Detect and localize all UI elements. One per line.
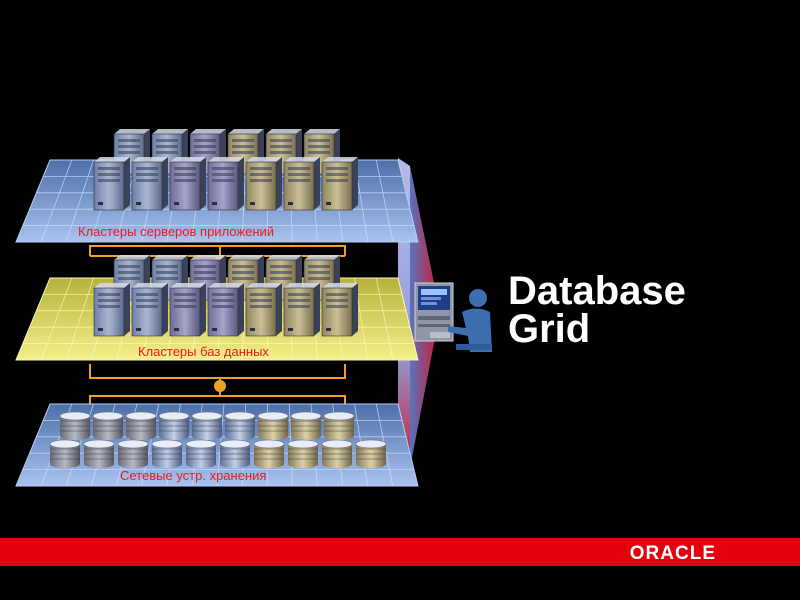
disk-stack-icon xyxy=(117,439,149,468)
server-tower-icon xyxy=(169,283,206,337)
server-tower-icon xyxy=(283,157,320,211)
connector-node-bottom xyxy=(214,380,226,392)
server-tower-icon xyxy=(245,283,282,337)
disk-stack-icon xyxy=(355,439,387,468)
server-tower-icon xyxy=(131,283,168,337)
layer-label-databases: Кластеры баз данных xyxy=(138,344,269,359)
disk-stack-icon xyxy=(323,411,355,440)
app-server-towers xyxy=(93,129,358,211)
disk-stack-icon xyxy=(257,411,289,440)
oracle-logo: ORACLE xyxy=(629,543,716,564)
server-tower-icon xyxy=(207,157,244,211)
disk-stack-icon xyxy=(49,439,81,468)
disk-stack-icon xyxy=(151,439,183,468)
layer-label-storage: Сетевые устр. хранения xyxy=(120,468,266,483)
disk-stack-icon xyxy=(185,439,217,468)
server-tower-icon xyxy=(207,283,244,337)
disk-stack-icon xyxy=(59,411,91,440)
disk-stack-icon xyxy=(191,411,223,440)
disk-stack-icon xyxy=(158,411,190,440)
disk-stack-icon xyxy=(219,439,251,468)
disk-stack-icon xyxy=(125,411,157,440)
server-tower-icon xyxy=(283,283,320,337)
disk-stack-icon xyxy=(83,439,115,468)
server-tower-icon xyxy=(131,157,168,211)
disk-stack-icon xyxy=(253,439,285,468)
server-tower-icon xyxy=(169,157,206,211)
server-tower-icon xyxy=(321,283,358,337)
disk-stack-icon xyxy=(321,439,353,468)
disk-stack-icon xyxy=(92,411,124,440)
disk-stack-icon xyxy=(290,411,322,440)
server-tower-icon xyxy=(93,283,130,337)
layer-label-app-servers: Кластеры серверов приложений xyxy=(78,224,274,239)
title-line-2: Grid xyxy=(508,307,591,351)
slide-title: Database Grid xyxy=(508,269,686,351)
footer-bar xyxy=(0,538,800,566)
title-line-1: Database xyxy=(508,269,686,313)
server-tower-icon xyxy=(245,157,282,211)
server-tower-icon xyxy=(321,157,358,211)
server-tower-icon xyxy=(93,157,130,211)
user-at-computer-icon xyxy=(414,282,492,352)
storage-disks xyxy=(49,411,387,468)
disk-stack-icon xyxy=(224,411,256,440)
disk-stack-icon xyxy=(287,439,319,468)
database-server-towers xyxy=(93,255,358,337)
